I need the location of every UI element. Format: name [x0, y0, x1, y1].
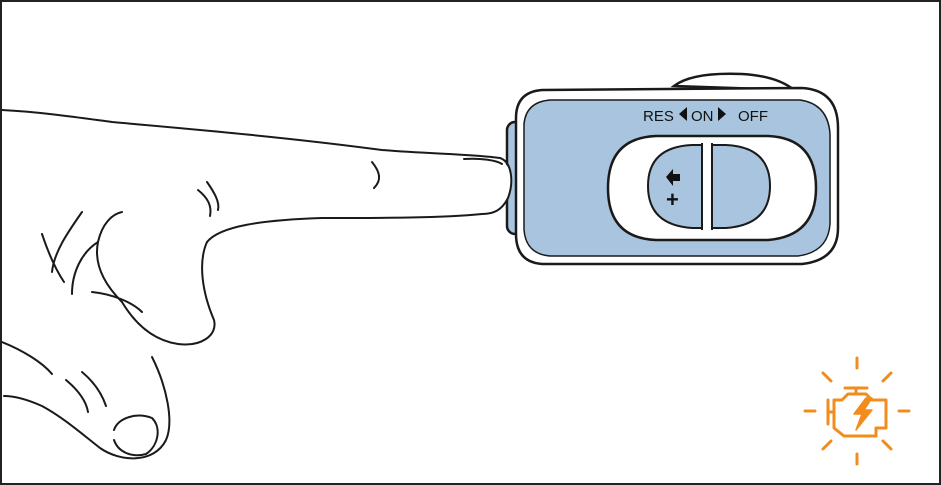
ray-bottom-right [881, 439, 893, 451]
curled-finger-line-2 [71, 241, 99, 295]
arrow-right-icon [718, 107, 726, 121]
arrow-left-icon [679, 107, 687, 121]
rocker-right-half [711, 144, 772, 229]
thumb-outline [3, 356, 171, 460]
thumb-crease [81, 371, 107, 407]
curled-finger-outline [121, 241, 216, 346]
wrist-line [2, 341, 53, 375]
switch-top-bump [670, 72, 798, 92]
ray-top-right [881, 371, 893, 383]
thumbnail [113, 414, 159, 457]
thumb-crease-2 [65, 379, 89, 413]
label-off: OFF [738, 108, 768, 125]
label-res: RES [643, 108, 674, 125]
hand-illustration [2, 109, 513, 460]
hand-fill [2, 111, 511, 460]
knuckle-crease-3 [371, 161, 380, 189]
engine-warning-icon [803, 356, 911, 466]
palm-line-2 [91, 291, 143, 313]
fingertip [481, 157, 513, 215]
label-on: ON [691, 108, 714, 125]
cruise-switch: RES ON OFF + [505, 72, 840, 266]
palm-line [41, 233, 65, 283]
lightning-bolt [853, 397, 873, 431]
knuckle-crease-1 [206, 181, 220, 211]
index-finger-bottom [206, 213, 483, 243]
ray-bottom-left [821, 439, 833, 451]
resume-arrow-icon [666, 169, 680, 186]
engine-body [826, 392, 888, 438]
fingernail [463, 157, 503, 165]
ray-top-left [821, 371, 833, 383]
index-finger-top [2, 109, 501, 159]
plus-symbol: + [666, 187, 679, 212]
curled-finger-line-3 [51, 211, 83, 273]
rocker-left-half [646, 144, 703, 229]
knuckle-crease-2 [197, 189, 212, 217]
